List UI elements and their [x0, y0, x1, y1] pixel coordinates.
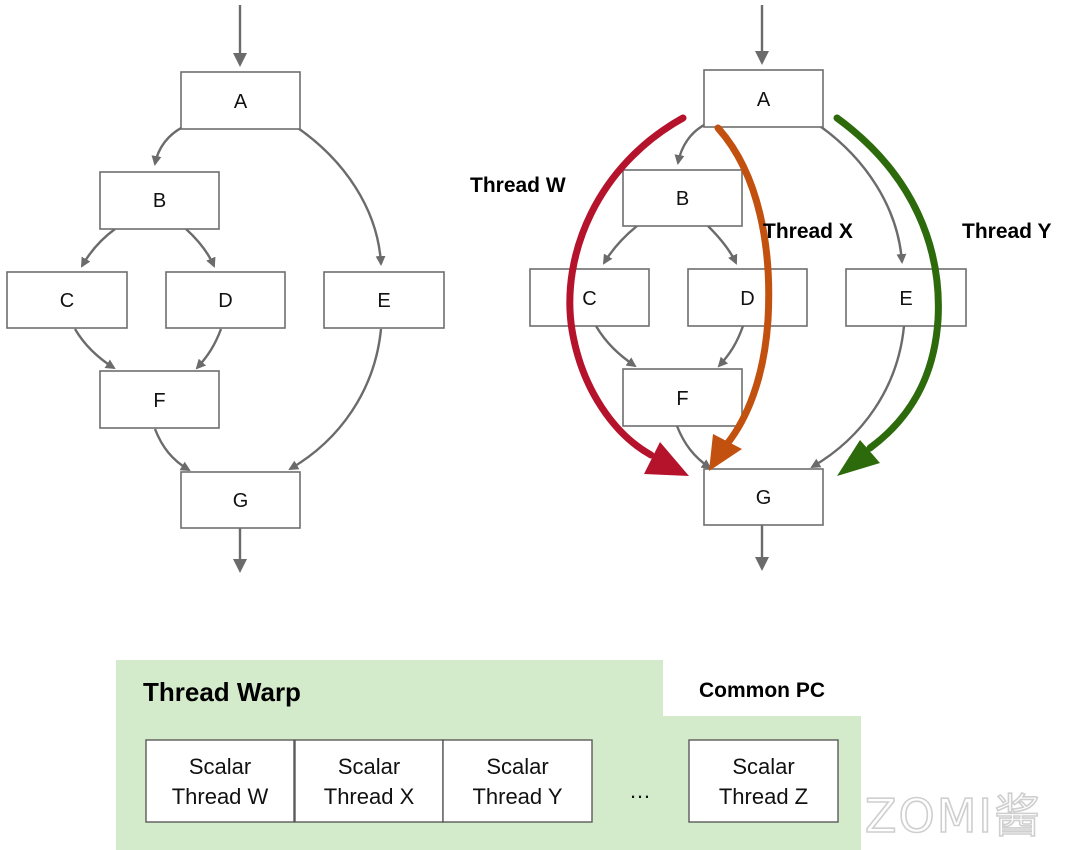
- lane-thread-x: Scalar Thread X: [294, 739, 444, 823]
- lane-thread-w: Scalar Thread W: [145, 739, 295, 823]
- svg-text:G: G: [233, 490, 249, 512]
- right-edge-b-c: [602, 225, 638, 265]
- right-control-flow-graph: A B C D E F G Thread W Thread X Thread Y: [470, 5, 1051, 571]
- left-edge-d-f: [195, 328, 223, 370]
- thread-y-arrowhead: [837, 440, 880, 476]
- left-edge-b-c: [80, 228, 116, 268]
- svg-text:Thread W: Thread W: [172, 784, 269, 809]
- svg-text:B: B: [153, 190, 166, 212]
- left-control-flow-graph: A B C D E F G: [6, 5, 445, 573]
- svg-text:B: B: [676, 188, 689, 210]
- common-pc-box: [663, 660, 861, 716]
- svg-text:C: C: [60, 290, 74, 312]
- thread-x-arrowhead: [709, 434, 742, 471]
- thread-w-path: [566, 114, 687, 459]
- svg-text:F: F: [153, 390, 165, 412]
- left-edge-f-g: [153, 428, 191, 472]
- svg-text:A: A: [757, 89, 771, 111]
- svg-text:Scalar: Scalar: [486, 754, 548, 779]
- svg-text:E: E: [377, 290, 390, 312]
- left-node-g: G: [180, 471, 301, 529]
- thread-w-label: Thread W: [470, 174, 566, 197]
- left-node-f: F: [99, 370, 220, 429]
- right-edge-e-g: [810, 325, 906, 469]
- svg-text:G: G: [756, 487, 772, 509]
- warp-title: Thread Warp: [143, 677, 301, 707]
- svg-text:Scalar: Scalar: [189, 754, 251, 779]
- svg-text:D: D: [218, 290, 232, 312]
- lane-ellipsis: …: [629, 778, 651, 803]
- lane-thread-z: Scalar Thread Z: [688, 739, 839, 823]
- left-edge-b-d: [185, 228, 216, 268]
- svg-text:F: F: [676, 388, 688, 410]
- right-node-a: A: [703, 69, 824, 128]
- svg-text:C: C: [582, 288, 596, 310]
- left-edge-a-e: [294, 125, 386, 266]
- svg-text:A: A: [234, 91, 248, 113]
- right-edge-f-g: [675, 425, 712, 470]
- thread-y-path: [833, 114, 942, 452]
- right-node-c: C: [529, 268, 650, 327]
- svg-text:Thread Y: Thread Y: [472, 784, 562, 809]
- right-node-g: G: [703, 468, 824, 526]
- svg-text:Thread Z: Thread Z: [719, 784, 808, 809]
- svg-text:Thread X: Thread X: [324, 784, 415, 809]
- thread-x-label: Thread X: [763, 220, 853, 243]
- svg-text:Scalar: Scalar: [338, 754, 400, 779]
- svg-text:E: E: [899, 288, 912, 310]
- right-edge-a-b: [674, 122, 707, 165]
- right-node-b: B: [622, 169, 743, 227]
- left-node-e: E: [323, 271, 445, 329]
- right-edge-b-d: [707, 225, 738, 265]
- right-node-f: F: [622, 368, 743, 427]
- thread-w-arrowhead: [644, 442, 689, 476]
- lane-thread-y: Scalar Thread Y: [442, 739, 593, 823]
- svg-text:D: D: [740, 288, 754, 310]
- right-edge-c-f: [594, 325, 637, 368]
- thread-y-label: Thread Y: [962, 220, 1051, 243]
- left-node-c: C: [6, 271, 128, 329]
- right-node-d: D: [687, 268, 808, 327]
- svg-text:Scalar: Scalar: [732, 754, 794, 779]
- right-edge-a-e: [816, 123, 907, 264]
- thread-warp-panel: Thread Warp Common PC Scalar Thread W Sc…: [116, 660, 861, 850]
- right-edge-d-f: [717, 325, 745, 368]
- left-node-b: B: [99, 171, 220, 230]
- watermark-text: ZOMI酱: [865, 789, 1042, 843]
- left-node-a: A: [180, 71, 301, 130]
- left-edge-a-b: [151, 124, 186, 166]
- left-edge-e-g: [288, 328, 383, 471]
- common-pc-label: Common PC: [699, 679, 825, 702]
- right-node-e: E: [845, 268, 967, 327]
- left-edge-c-f: [73, 328, 116, 370]
- thread-x-path: [714, 124, 773, 448]
- left-node-d: D: [165, 271, 286, 329]
